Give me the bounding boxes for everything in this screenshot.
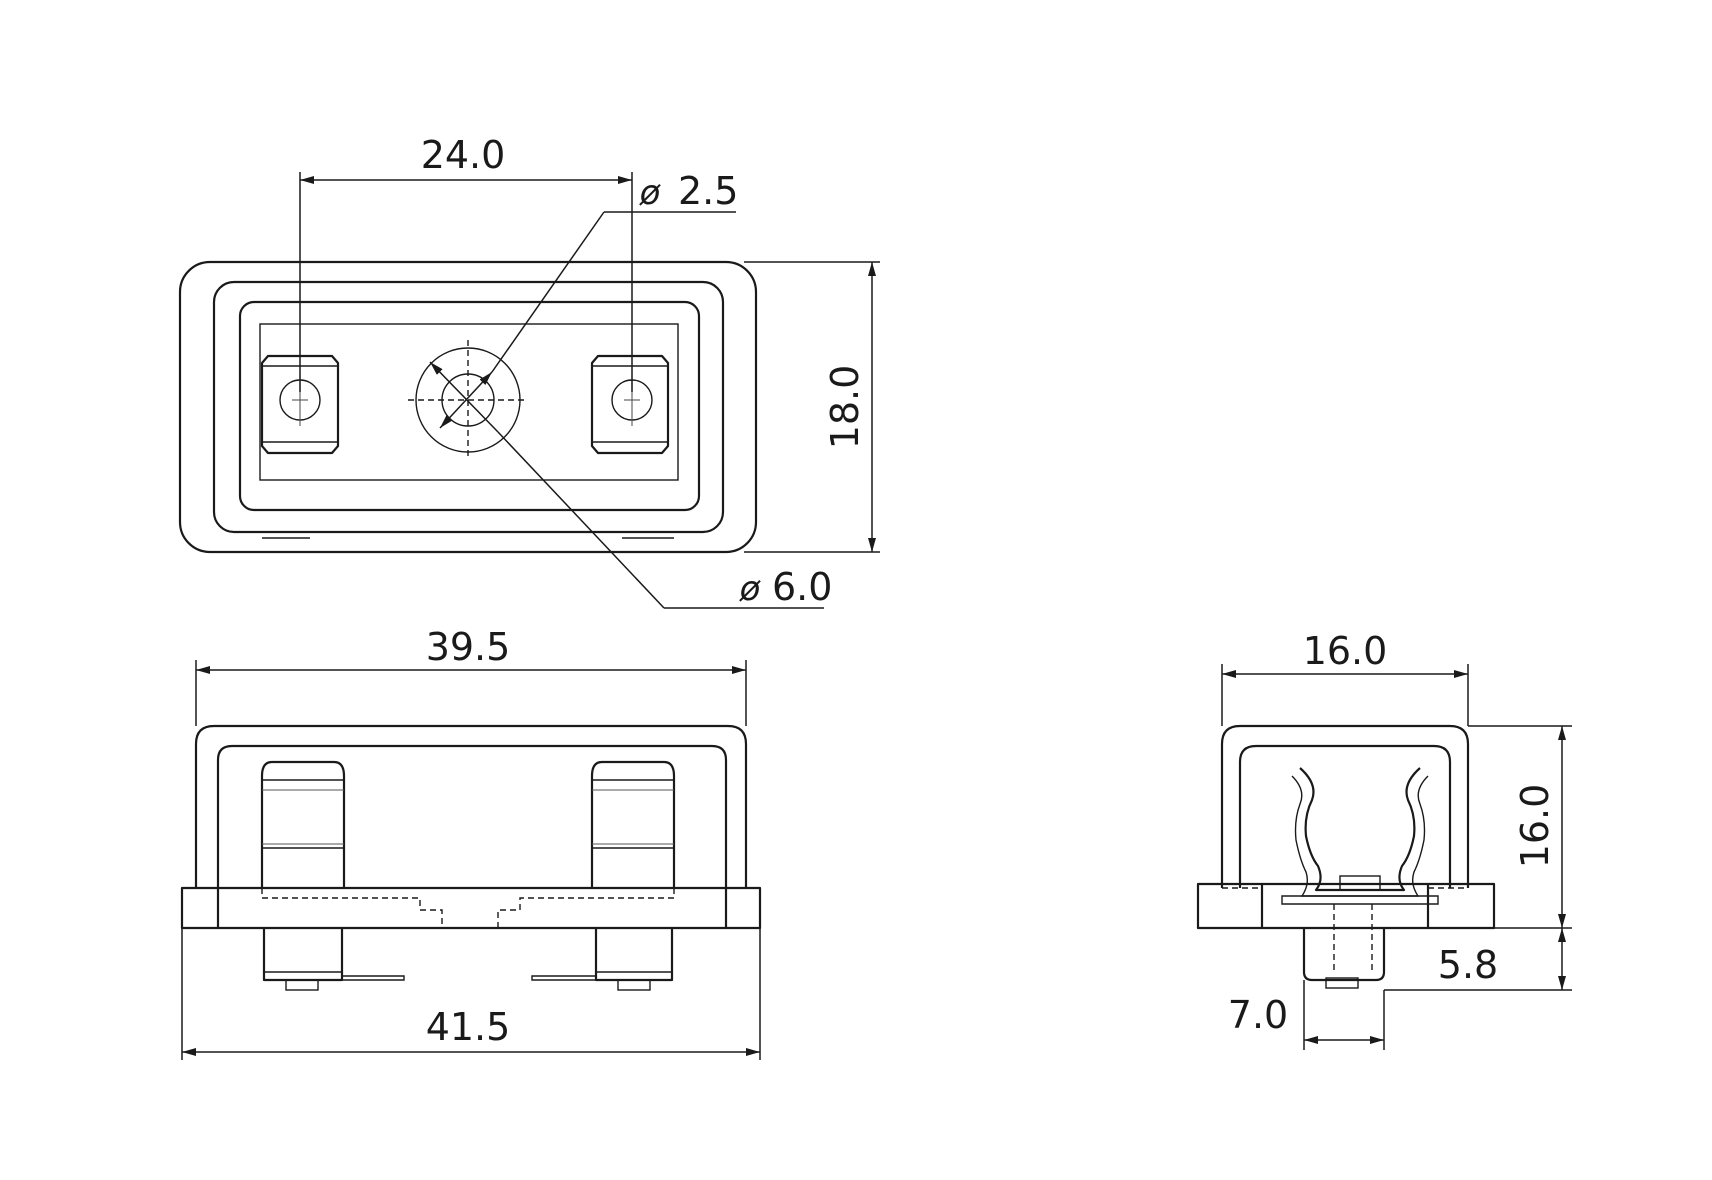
front-inner-width-dimension: 39.5 — [195, 625, 747, 726]
side-lead-height-dimension: 5.8 — [1384, 928, 1572, 991]
top-view-mid-frame — [212, 280, 725, 534]
side-height-label: 16.0 — [1513, 784, 1557, 869]
large-diameter-callout: ø 6.0 — [429, 361, 832, 609]
side-lead-width-dimension: 7.0 — [1228, 980, 1385, 1050]
spring-clip — [1281, 767, 1439, 905]
side-lead-width-label: 7.0 — [1228, 993, 1288, 1037]
side-view: 16.0 16.0 5.8 7.0 — [1196, 629, 1572, 1050]
small-diameter-callout: ø 2.5 — [439, 169, 738, 429]
front-right-terminal — [531, 760, 676, 991]
side-height-dimension: 16.0 — [1468, 725, 1572, 929]
top-view-cavity — [259, 323, 679, 481]
front-left-terminal — [260, 760, 405, 991]
top-width-dimension: 24.0 — [299, 133, 633, 392]
small-diameter-symbol: ø — [639, 173, 662, 213]
top-height-label: 18.0 — [823, 365, 867, 450]
front-outer-width-label: 41.5 — [426, 1005, 511, 1049]
front-view-base-plate — [180, 886, 762, 930]
center-mounting-hole — [408, 340, 528, 460]
top-view-inner-frame — [238, 300, 701, 512]
large-diameter-symbol: ø — [739, 569, 762, 609]
side-view-lead — [1302, 904, 1386, 989]
front-view: 39.5 41.5 — [180, 625, 762, 1060]
front-outer-width-dimension: 41.5 — [181, 928, 761, 1060]
large-diameter-label: 6.0 — [772, 565, 832, 609]
front-view-housing — [194, 724, 748, 888]
side-view-base-plate — [1196, 882, 1496, 930]
top-width-label: 24.0 — [421, 133, 506, 177]
left-terminal — [260, 354, 340, 455]
side-width-label: 16.0 — [1303, 629, 1388, 673]
side-lead-height-label: 5.8 — [1438, 943, 1498, 987]
side-view-housing — [1220, 724, 1470, 888]
front-inner-width-label: 39.5 — [426, 625, 511, 669]
small-diameter-label: 2.5 — [678, 169, 738, 213]
top-view: 24.0 ø 2.5 ø 6.0 18.0 — [178, 133, 880, 609]
side-width-dimension: 16.0 — [1221, 629, 1469, 726]
top-height-dimension: 18.0 — [744, 261, 880, 553]
right-terminal — [590, 354, 670, 455]
top-view-outer-frame — [178, 260, 758, 554]
